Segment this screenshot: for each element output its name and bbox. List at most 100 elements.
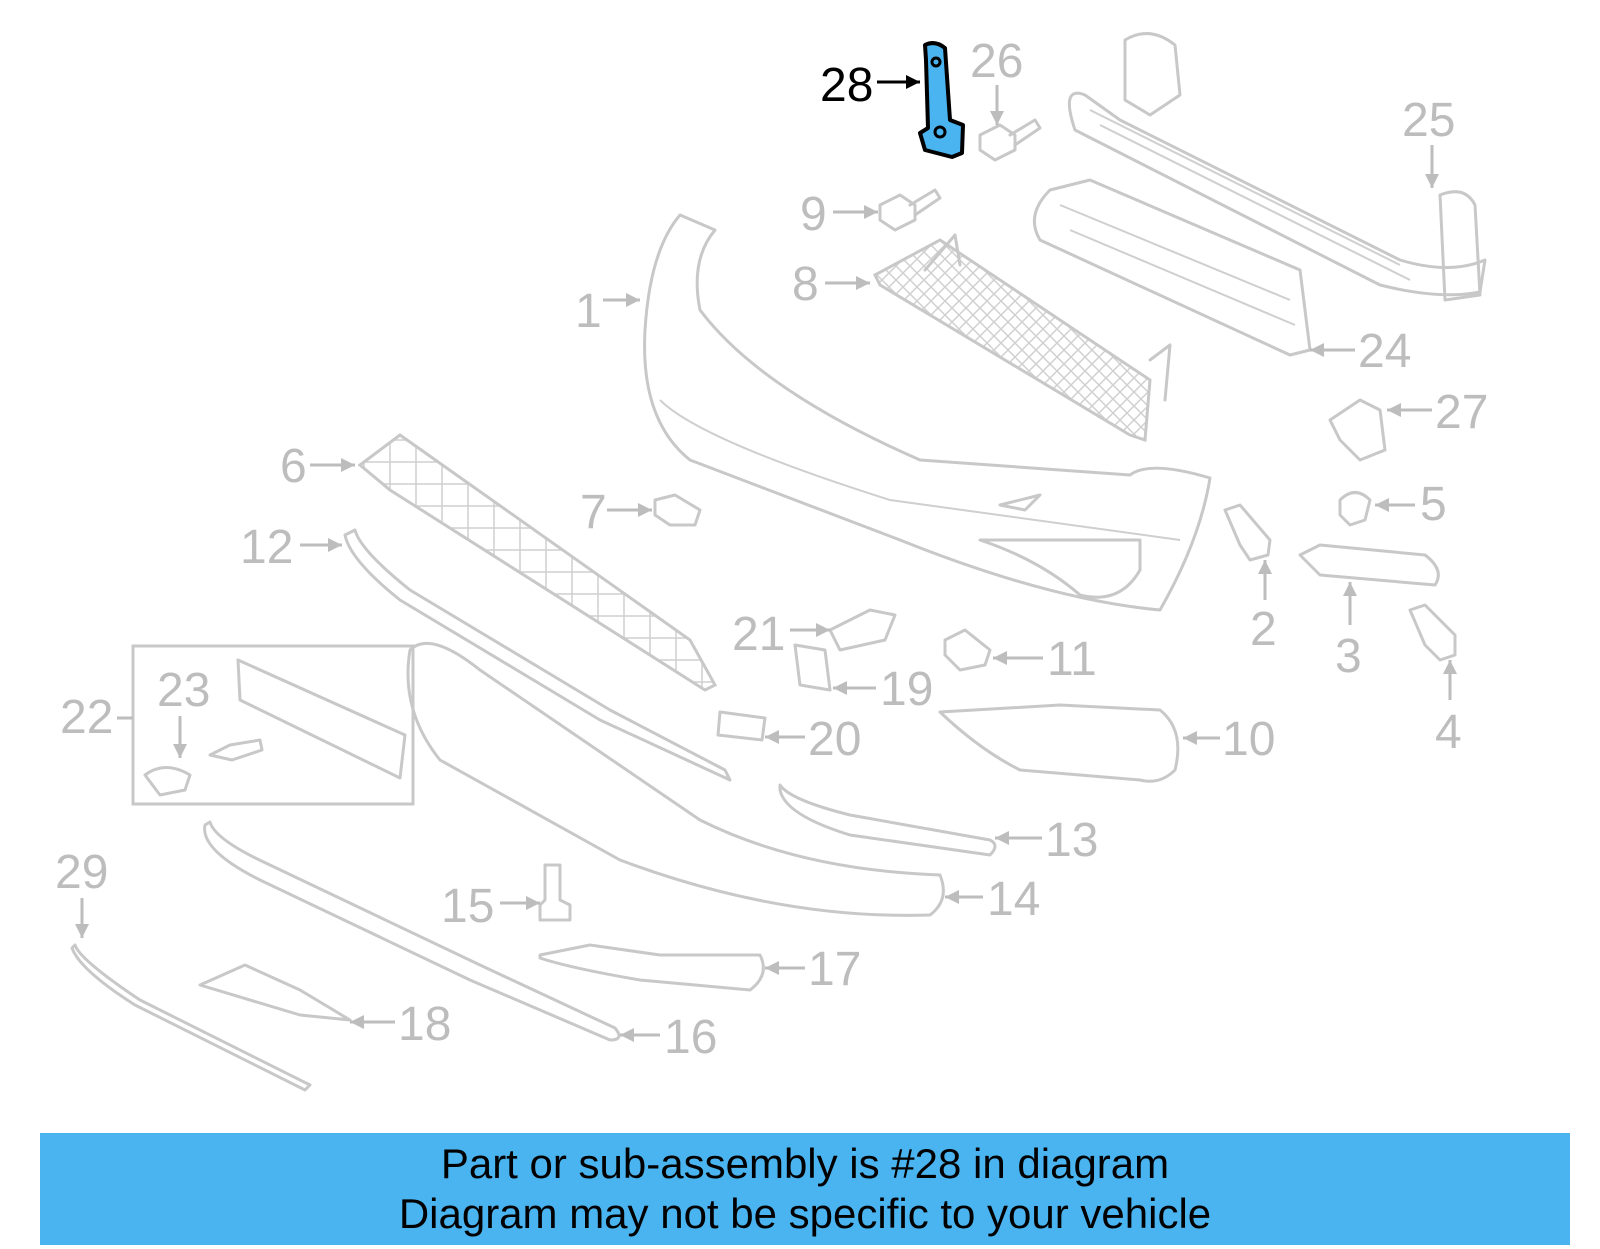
part-6-lower-grille [357, 433, 718, 692]
callout-24: 24 [1310, 325, 1411, 378]
callout-arrowhead-14 [945, 890, 959, 904]
callout-number-18: 18 [398, 998, 451, 1051]
callout-number-7: 7 [580, 486, 607, 539]
callout-17: 17 [765, 943, 861, 996]
callout-number-4: 4 [1435, 706, 1462, 759]
callout-number-12: 12 [240, 521, 293, 574]
callout-number-19: 19 [880, 663, 933, 716]
part-15-bolt [538, 863, 572, 922]
banner-line-1: Part or sub-assembly is #28 in diagram [440, 1140, 1170, 1187]
callout-number-15: 15 [441, 880, 494, 933]
callout-15: 15 [441, 880, 540, 933]
part-29-bottom-strip [70, 943, 312, 1092]
callout-number-29: 29 [55, 846, 108, 899]
callout-arrowhead-6 [341, 458, 355, 472]
part-14-lower-valance [406, 641, 945, 917]
callout-arrowhead-19 [833, 681, 847, 695]
callout-2: 2 [1250, 560, 1277, 656]
callout-number-21: 21 [732, 608, 785, 661]
callout-number-3: 3 [1335, 630, 1362, 683]
callout-number-28: 28 [820, 59, 873, 112]
part-16-lower-strip [203, 820, 621, 1042]
part-25-reinforcement-beam [1067, 32, 1487, 302]
callout-number-2: 2 [1250, 603, 1277, 656]
callout-number-10: 10 [1222, 713, 1275, 766]
part-5-clip [1338, 491, 1372, 527]
part-28-bracket-highlighted [918, 41, 965, 159]
part-27-bracket [1328, 398, 1387, 462]
callout-arrowhead-21 [816, 623, 830, 637]
callout-arrowhead-8 [856, 276, 870, 290]
part-12-trim-strip [343, 528, 732, 782]
callout-11: 11 [993, 633, 1097, 686]
callout-arrowhead-25 [1425, 174, 1439, 188]
callout-number-9: 9 [800, 188, 827, 241]
banner-line-2: Diagram may not be specific to your vehi… [398, 1190, 1212, 1237]
callout-20: 20 [765, 713, 861, 766]
callout-number-17: 17 [808, 943, 861, 996]
callout-arrowhead-2 [1258, 560, 1272, 574]
callout-26: 26 [970, 35, 1023, 125]
callout-21: 21 [732, 608, 830, 661]
callout-18: 18 [350, 998, 451, 1051]
callout-number-14: 14 [987, 873, 1040, 926]
callout-arrowhead-10 [1183, 731, 1197, 745]
callout-19: 19 [833, 663, 933, 716]
callout-number-5: 5 [1420, 478, 1447, 531]
callout-10: 10 [1183, 713, 1275, 766]
callout-arrowhead-5 [1375, 498, 1389, 512]
part-20-plate [716, 710, 767, 742]
callout-22: 22 [60, 691, 133, 744]
part-11-clip [943, 628, 992, 672]
callout-number-1: 1 [575, 285, 602, 338]
callout-number-20: 20 [808, 713, 861, 766]
callout-arrowhead-17 [765, 961, 779, 975]
callout-12: 12 [240, 521, 342, 574]
callout-arrowhead-23 [173, 744, 187, 758]
callout-arrowhead-16 [620, 1028, 634, 1042]
part-10-fog-bezel [938, 703, 1180, 783]
callout-arrowhead-29 [75, 924, 89, 938]
part-21-cap [828, 608, 897, 652]
part-3-side-bracket [1298, 543, 1440, 587]
callout-number-13: 13 [1045, 814, 1098, 867]
callout-9: 9 [800, 188, 878, 241]
callout-arrowhead-12 [328, 538, 342, 552]
callout-number-23: 23 [157, 664, 210, 717]
callout-7: 7 [580, 486, 652, 539]
callout-13: 13 [995, 814, 1098, 867]
callout-arrowhead-9 [864, 205, 878, 219]
callout-number-26: 26 [970, 35, 1023, 88]
part-26-bolt [978, 118, 1042, 162]
part-8-upper-grille [873, 233, 1172, 443]
callout-arrowhead-1 [626, 293, 640, 307]
part-4-bolt [1408, 603, 1457, 662]
callout-5: 5 [1375, 478, 1447, 531]
callout-4: 4 [1435, 660, 1462, 759]
part-24-energy-absorber [1032, 178, 1312, 357]
callout-29: 29 [55, 846, 108, 938]
callout-number-24: 24 [1358, 325, 1411, 378]
callout-number-8: 8 [792, 258, 819, 311]
callout-1: 1 [575, 285, 640, 338]
callout-number-6: 6 [280, 440, 307, 493]
callout-3: 3 [1335, 582, 1362, 683]
part-13-trim [778, 783, 997, 857]
callout-number-25: 25 [1402, 94, 1455, 147]
info-banner: Part or sub-assembly is #28 in diagram D… [40, 1133, 1570, 1245]
callout-8: 8 [792, 258, 870, 311]
callout-number-16: 16 [664, 1011, 717, 1064]
part-17-corner-trim [538, 943, 765, 992]
callout-arrowhead-18 [350, 1015, 364, 1029]
callout-arrowhead-24 [1310, 343, 1324, 357]
callout-6: 6 [280, 440, 355, 493]
part-19-bracket [793, 643, 832, 692]
callout-25: 25 [1402, 94, 1455, 188]
callout-number-27: 27 [1435, 386, 1488, 439]
callout-arrowhead-7 [638, 503, 652, 517]
callout-arrowhead-3 [1343, 582, 1357, 596]
callout-arrowhead-27 [1387, 403, 1401, 417]
callout-27: 27 [1387, 386, 1488, 439]
callout-23: 23 [157, 664, 210, 758]
